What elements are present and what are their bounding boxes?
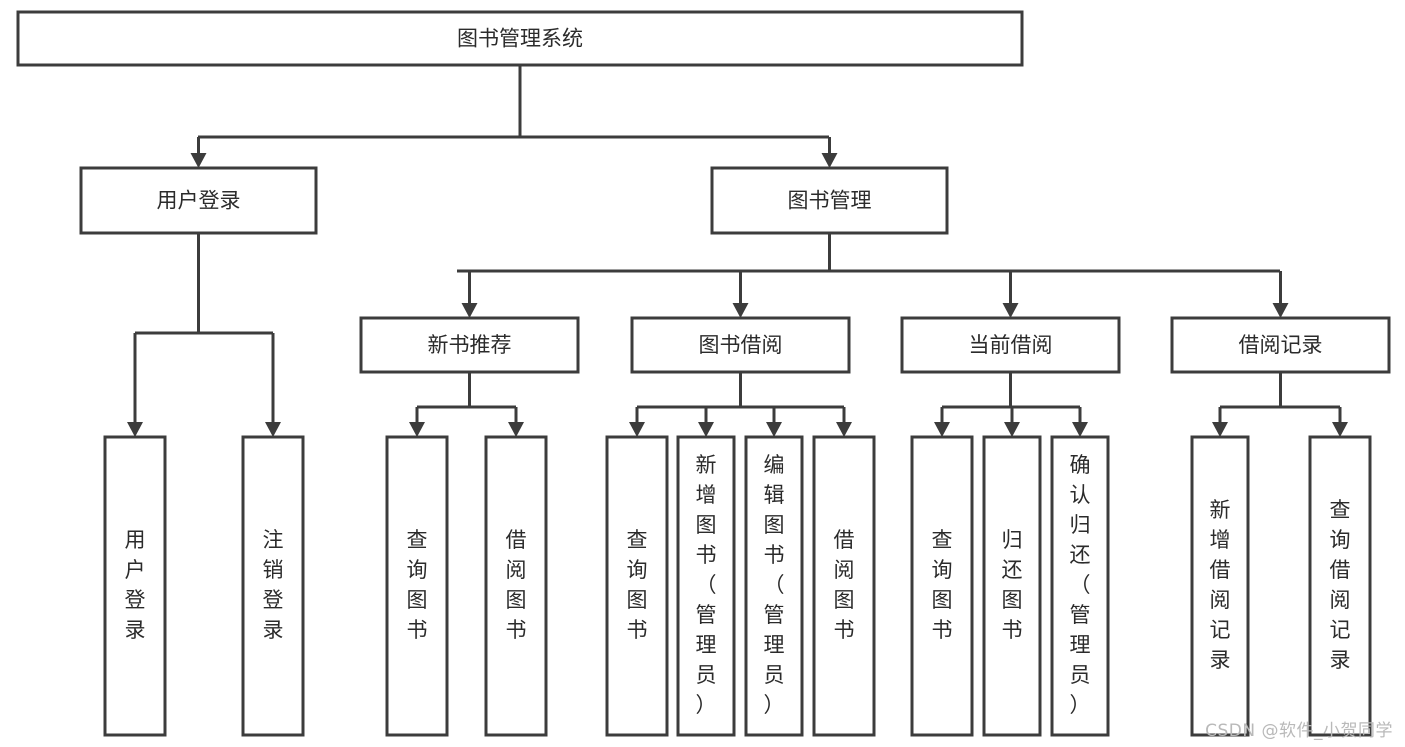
arrow-head bbox=[1072, 422, 1088, 437]
leaf-node-box-7[interactable]: 借阅图书 bbox=[812, 435, 876, 737]
arrow-head bbox=[836, 422, 852, 437]
leaf-node-label-4: 查询图书 bbox=[627, 528, 648, 642]
leaf-node-label-5: 新增图书（管理员） bbox=[696, 453, 717, 717]
leaf-node-label-6: 编辑图书（管理员） bbox=[764, 453, 785, 717]
arrow-head bbox=[766, 422, 782, 437]
leaf-node-box-10[interactable]: 确认归还（管理员） bbox=[1050, 435, 1110, 737]
leaf-node-box-0[interactable]: 用户登录 bbox=[103, 435, 167, 737]
level2-node-label-0: 用户登录 bbox=[157, 189, 241, 213]
leaf-node-label-8: 查询图书 bbox=[932, 528, 953, 642]
root-node-label: 图书管理系统 bbox=[457, 27, 583, 51]
leaf-node-box-6[interactable]: 编辑图书（管理员） bbox=[744, 435, 804, 737]
leaf-node-label-0: 用户登录 bbox=[125, 528, 146, 642]
level2-node-label-1: 图书管理 bbox=[788, 189, 872, 213]
arrow-head bbox=[821, 153, 838, 168]
level3-node-box-2[interactable]: 当前借阅 bbox=[900, 316, 1121, 374]
arrow-head bbox=[698, 422, 714, 437]
leaf-node-label-1: 注销登录 bbox=[263, 528, 284, 642]
leaf-node-box-12[interactable]: 查询借阅记录 bbox=[1308, 435, 1372, 737]
leaf-node-box-5[interactable]: 新增图书（管理员） bbox=[676, 435, 736, 737]
leaf-node-label-3: 借阅图书 bbox=[506, 528, 527, 642]
node-layer: 图书管理系统用户登录图书管理新书推荐图书借阅当前借阅借阅记录用户登录注销登录查询… bbox=[16, 10, 1391, 737]
leaf-node-label-2: 查询图书 bbox=[407, 528, 428, 642]
arrow-head bbox=[1004, 422, 1020, 437]
leaf-node-label-10: 确认归还（管理员） bbox=[1070, 453, 1091, 717]
arrow-head bbox=[409, 422, 425, 437]
arrow-head bbox=[1002, 303, 1019, 318]
arrow-head bbox=[508, 422, 524, 437]
level3-node-box-1[interactable]: 图书借阅 bbox=[630, 316, 851, 374]
arrow-head bbox=[934, 422, 950, 437]
level3-node-label-0: 新书推荐 bbox=[428, 333, 512, 357]
leaf-node-box-3[interactable]: 借阅图书 bbox=[484, 435, 548, 737]
leaf-node-box-11[interactable]: 新增借阅记录 bbox=[1190, 435, 1250, 737]
arrow-head bbox=[190, 153, 207, 168]
level3-node-box-0[interactable]: 新书推荐 bbox=[359, 316, 580, 374]
leaf-node-box-4[interactable]: 查询图书 bbox=[605, 435, 669, 737]
level3-node-label-1: 图书借阅 bbox=[699, 333, 783, 357]
level3-node-label-3: 借阅记录 bbox=[1239, 333, 1323, 357]
leaf-node-box-1[interactable]: 注销登录 bbox=[241, 435, 305, 737]
arrow-head bbox=[1272, 303, 1289, 318]
leaf-node-box-9[interactable]: 归还图书 bbox=[982, 435, 1042, 737]
watermark-text: CSDN @软件_小贺同学 bbox=[1205, 721, 1393, 741]
arrow-head bbox=[265, 422, 281, 437]
leaf-node-label-12: 查询借阅记录 bbox=[1330, 498, 1351, 672]
leaf-node-label-7: 借阅图书 bbox=[834, 528, 855, 642]
level2-node-box-0[interactable]: 用户登录 bbox=[79, 166, 318, 235]
leaf-node-label-11: 新增借阅记录 bbox=[1210, 498, 1231, 672]
arrow-head bbox=[629, 422, 645, 437]
arrow-head bbox=[732, 303, 749, 318]
root-node-box[interactable]: 图书管理系统 bbox=[16, 10, 1024, 67]
arrow-head bbox=[1212, 422, 1228, 437]
arrow-head bbox=[461, 303, 478, 318]
level3-node-box-3[interactable]: 借阅记录 bbox=[1170, 316, 1391, 374]
leaf-node-box-2[interactable]: 查询图书 bbox=[385, 435, 449, 737]
leaf-node-box-8[interactable]: 查询图书 bbox=[910, 435, 974, 737]
leaf-node-label-9: 归还图书 bbox=[1002, 528, 1023, 642]
level2-node-box-1[interactable]: 图书管理 bbox=[710, 166, 949, 235]
arrow-head bbox=[1332, 422, 1348, 437]
arrow-head bbox=[127, 422, 143, 437]
level3-node-label-2: 当前借阅 bbox=[969, 333, 1053, 357]
connector-layer bbox=[127, 65, 1348, 437]
